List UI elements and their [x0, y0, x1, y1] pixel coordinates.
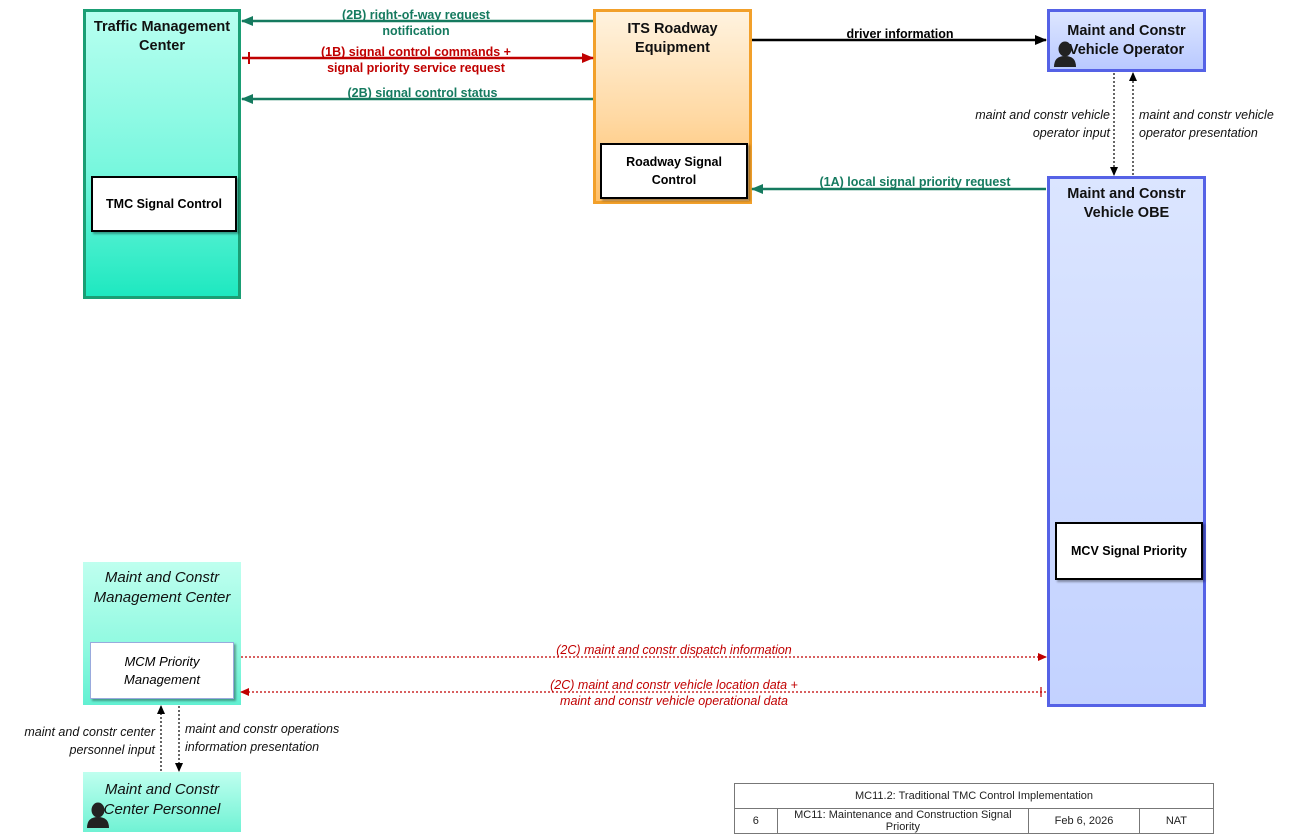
maint-constr-center-personnel[interactable]: Maint and Constr Center Personnel [83, 772, 241, 832]
mcvo-title: Maint and Constr Vehicle Operator [1067, 23, 1186, 58]
mcvobe-title: Maint and Constr Vehicle OBE [1067, 186, 1186, 221]
maint-constr-vehicle-operator[interactable]: Maint and Constr Vehicle Operator [1047, 9, 1206, 72]
flow-personnel-input-label: maint and constr center personnel input [24, 725, 155, 757]
mcm-title: Maint and Constr Management Center [93, 569, 231, 606]
footer-service: MC11: Maintenance and Construction Signa… [776, 808, 1030, 834]
flow-operator-presentation-label: maint and constr vehicle operator presen… [1139, 108, 1274, 140]
maint-constr-vehicle-obe[interactable]: Maint and Constr Vehicle OBE MCV Signal … [1047, 176, 1206, 707]
flow-row-notification-label: (2B) right-of-way request notification [342, 8, 490, 38]
flow-driver-info-label: driver information [846, 27, 954, 41]
flow-ops-presentation-label: maint and constr operations information … [185, 722, 340, 754]
person-icon [1054, 41, 1076, 67]
footer-title: MC11.2: Traditional TMC Control Implemen… [734, 783, 1214, 809]
mcv-signal-priority[interactable]: MCV Signal Priority [1055, 522, 1203, 580]
traffic-management-center[interactable]: Traffic Management Center TMC Signal Con… [83, 9, 241, 299]
roadway-signal-control[interactable]: Roadway Signal Control [600, 143, 748, 199]
person-icon [87, 802, 109, 828]
flow-signal-commands-label: (1B) signal control commands + signal pr… [321, 45, 511, 75]
flow-dispatch-info-label: (2C) maint and constr dispatch informati… [556, 643, 792, 657]
its-roadway-equipment[interactable]: ITS Roadway Equipment Roadway Signal Con… [593, 9, 752, 204]
tmc-signal-control[interactable]: TMC Signal Control [91, 176, 237, 232]
tmc-title: Traffic Management Center [93, 19, 231, 54]
flow-location-data-label: (2C) maint and constr vehicle location d… [550, 678, 798, 708]
flow-local-priority-label: (1A) local signal priority request [819, 175, 1011, 189]
footer-table: MC11.2: Traditional TMC Control Implemen… [734, 783, 1215, 834]
maint-constr-management-center[interactable]: Maint and Constr Management Center MCM P… [83, 562, 241, 705]
flow-signal-status-label: (2B) signal control status [347, 86, 498, 100]
mcp-title: Maint and Constr Center Personnel [103, 781, 221, 818]
flow-operator-input-label: maint and constr vehicle operator input [975, 108, 1110, 140]
footer-page: 6 [734, 808, 778, 834]
its-title: ITS Roadway Equipment [627, 21, 718, 56]
mcm-priority-management[interactable]: MCM Priority Management [90, 642, 234, 699]
footer-date: Feb 6, 2026 [1028, 808, 1140, 834]
footer-scope: NAT [1138, 808, 1215, 834]
